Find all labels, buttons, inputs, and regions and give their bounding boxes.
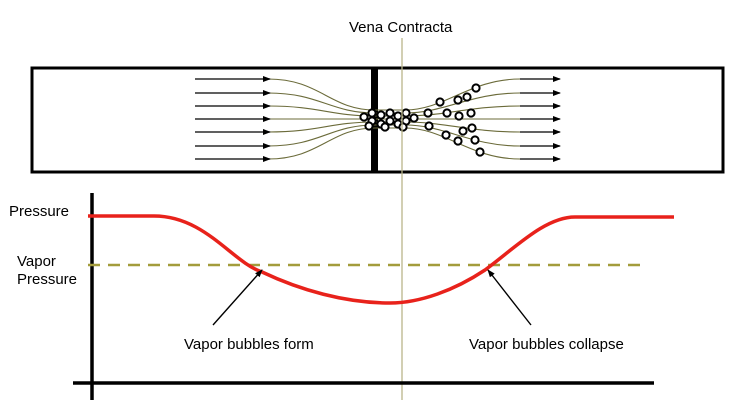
vena-contracta-label: Vena Contracta — [349, 19, 453, 36]
vapor-bubble — [471, 83, 481, 93]
vapor-bubble — [442, 108, 452, 118]
streamline — [195, 127, 556, 160]
pipe-outline — [30, 66, 725, 174]
vapor-bubble — [467, 123, 477, 133]
vapor-bubble — [401, 108, 411, 118]
vapor-bubble — [475, 147, 485, 157]
vapor-bubble — [453, 95, 463, 105]
vapor-bubble — [367, 108, 377, 118]
vapor-bubble — [385, 108, 395, 118]
vapor-pressure-label-line2: Pressure — [17, 271, 77, 288]
vapor-bubble — [458, 126, 468, 136]
vapor-bubble — [393, 111, 403, 121]
vapor-bubble — [462, 92, 472, 102]
vapor-bubble — [435, 97, 445, 107]
vapor-bubble — [423, 108, 433, 118]
vapor-bubble — [441, 130, 451, 140]
bubbles-form-label: Vapor bubbles form — [184, 336, 314, 353]
bubbles-collapse-label: Vapor bubbles collapse — [469, 336, 624, 353]
pressure-axis-label: Pressure — [9, 203, 69, 220]
vapor-bubble — [359, 112, 369, 122]
vapor-bubble — [424, 121, 434, 131]
bubbles-form-arrow — [212, 269, 263, 326]
vapor-bubble — [454, 111, 464, 121]
vapor-bubble — [409, 113, 419, 123]
vapor-bubble — [385, 116, 395, 126]
pressure-curve — [88, 214, 674, 305]
vapor-bubble — [470, 135, 480, 145]
vapor-pressure-label-line1: Vapor — [17, 253, 56, 270]
vapor-bubble — [380, 122, 390, 132]
vapor-bubble — [466, 108, 476, 118]
vapor-bubble — [398, 122, 408, 132]
vapor-bubble — [376, 110, 386, 120]
vapor-bubbles — [359, 83, 485, 157]
inlet-flow-arrows — [195, 76, 271, 162]
vapor-bubble — [453, 136, 463, 146]
vapor-bubble — [364, 121, 374, 131]
outlet-flow-arrows — [520, 76, 561, 162]
bubbles-collapse-arrow — [487, 269, 532, 326]
